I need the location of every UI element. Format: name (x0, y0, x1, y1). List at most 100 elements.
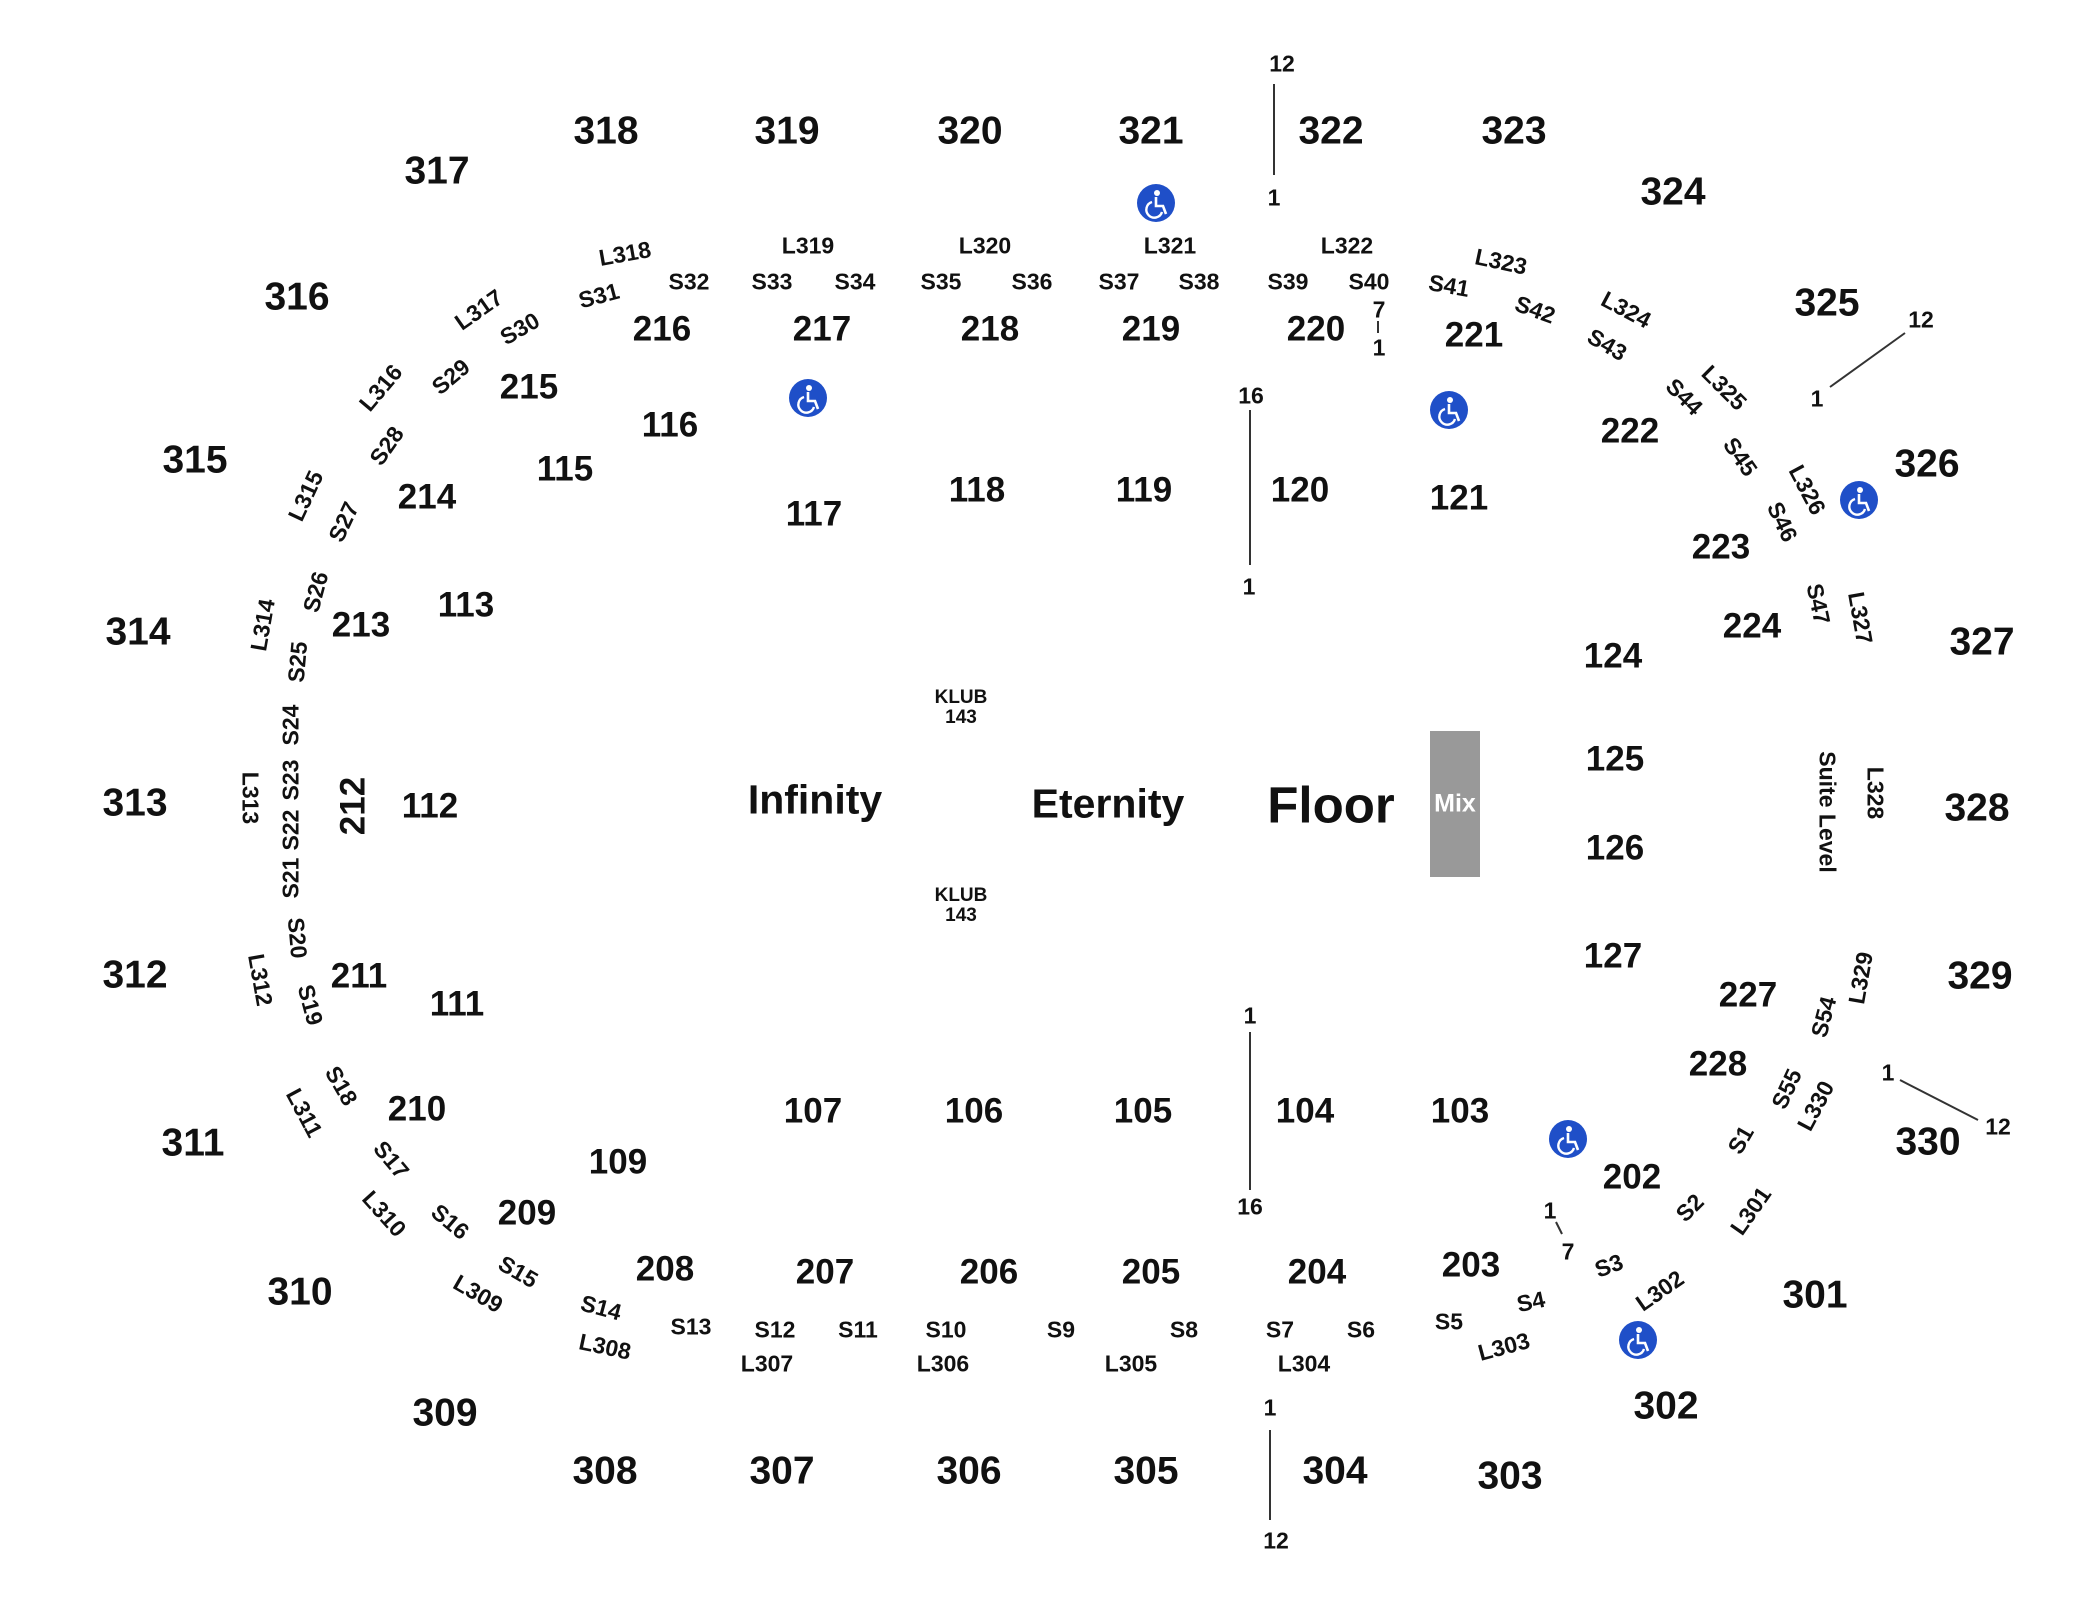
section-313[interactable]: 313 (102, 781, 168, 825)
section-318[interactable]: 318 (573, 109, 639, 153)
suite-s39[interactable]: S39 (1267, 268, 1309, 295)
section-115[interactable]: 115 (536, 449, 594, 489)
section-304[interactable]: 304 (1302, 1449, 1368, 1493)
section-117[interactable]: 117 (785, 494, 843, 534)
suite-s32[interactable]: S32 (668, 268, 710, 295)
section-118[interactable]: 118 (948, 470, 1006, 510)
section-207[interactable]: 207 (795, 1252, 855, 1292)
loge-l313[interactable]: L313 (237, 771, 264, 825)
section-106[interactable]: 106 (944, 1091, 1004, 1131)
loge-l304[interactable]: L304 (1277, 1350, 1331, 1377)
section-127[interactable]: 127 (1583, 936, 1643, 976)
section-125[interactable]: 125 (1585, 739, 1645, 779)
section-322[interactable]: 322 (1298, 109, 1364, 153)
section-227[interactable]: 227 (1718, 975, 1778, 1015)
section-104[interactable]: 104 (1275, 1091, 1335, 1131)
section-224[interactable]: 224 (1722, 606, 1782, 646)
section-311[interactable]: 311 (161, 1121, 225, 1165)
section-126[interactable]: 126 (1585, 828, 1645, 868)
section-120[interactable]: 120 (1270, 470, 1330, 510)
suite-s5[interactable]: S5 (1434, 1308, 1464, 1335)
section-213[interactable]: 213 (331, 605, 391, 645)
section-218[interactable]: 218 (960, 309, 1020, 349)
section-121[interactable]: 121 (1429, 478, 1489, 518)
section-308[interactable]: 308 (572, 1449, 638, 1493)
section-323[interactable]: 323 (1481, 109, 1547, 153)
suite-s10[interactable]: S10 (925, 1316, 967, 1343)
section-329[interactable]: 329 (1947, 954, 2013, 998)
suite-s40[interactable]: S40 (1348, 268, 1390, 295)
suite-s37[interactable]: S37 (1098, 268, 1140, 295)
section-306[interactable]: 306 (936, 1449, 1002, 1493)
section-214[interactable]: 214 (397, 477, 457, 517)
suite-s21[interactable]: S21 (277, 857, 304, 899)
section-314[interactable]: 314 (105, 610, 171, 654)
suite-s13[interactable]: S13 (670, 1313, 712, 1340)
suite-s12[interactable]: S12 (754, 1316, 796, 1343)
section-305[interactable]: 305 (1113, 1449, 1179, 1493)
suite-s35[interactable]: S35 (920, 268, 962, 295)
section-103[interactable]: 103 (1430, 1091, 1490, 1131)
suite-s20[interactable]: S20 (282, 916, 313, 960)
loge-l328[interactable]: L328 (1862, 766, 1889, 820)
section-217[interactable]: 217 (792, 309, 852, 349)
loge-l320[interactable]: L320 (958, 232, 1012, 259)
suite-s38[interactable]: S38 (1178, 268, 1220, 295)
section-209[interactable]: 209 (497, 1193, 557, 1233)
loge-l322[interactable]: L322 (1320, 232, 1374, 259)
klub-143-bottom[interactable]: KLUB 143 (934, 885, 988, 926)
section-307[interactable]: 307 (749, 1449, 815, 1493)
section-317[interactable]: 317 (404, 149, 470, 193)
suite-s25[interactable]: S25 (282, 640, 313, 684)
section-330[interactable]: 330 (1895, 1120, 1961, 1164)
section-316[interactable]: 316 (264, 275, 330, 319)
section-302[interactable]: 302 (1633, 1384, 1699, 1428)
loge-l305[interactable]: L305 (1104, 1350, 1158, 1377)
loge-l321[interactable]: L321 (1143, 232, 1197, 259)
section-228[interactable]: 228 (1688, 1044, 1748, 1084)
section-113[interactable]: 113 (437, 585, 495, 625)
suite-s8[interactable]: S8 (1169, 1316, 1199, 1343)
loge-l319[interactable]: L319 (781, 232, 835, 259)
section-205[interactable]: 205 (1121, 1252, 1181, 1292)
section-124[interactable]: 124 (1583, 636, 1643, 676)
section-119[interactable]: 119 (1115, 470, 1173, 510)
section-216[interactable]: 216 (632, 309, 692, 349)
section-116[interactable]: 116 (641, 405, 699, 445)
section-315[interactable]: 315 (162, 438, 228, 482)
section-204[interactable]: 204 (1287, 1252, 1347, 1292)
section-309[interactable]: 309 (412, 1391, 478, 1435)
section-109[interactable]: 109 (588, 1142, 648, 1182)
section-107[interactable]: 107 (783, 1091, 843, 1131)
section-220[interactable]: 220 (1286, 309, 1346, 349)
suite-s22[interactable]: S22 (277, 809, 304, 851)
section-221[interactable]: 221 (1444, 315, 1504, 355)
suite-s4[interactable]: S4 (1514, 1285, 1548, 1318)
section-320[interactable]: 320 (937, 109, 1003, 153)
section-206[interactable]: 206 (959, 1252, 1019, 1292)
floor-label[interactable]: Floor (1267, 776, 1395, 834)
section-222[interactable]: 222 (1600, 411, 1660, 451)
suite-s36[interactable]: S36 (1011, 268, 1053, 295)
section-319[interactable]: 319 (754, 109, 820, 153)
section-223[interactable]: 223 (1691, 527, 1751, 567)
section-212[interactable]: 212 (333, 776, 373, 836)
section-325[interactable]: 325 (1794, 281, 1860, 325)
section-312[interactable]: 312 (102, 953, 168, 997)
suite-s24[interactable]: S24 (277, 704, 304, 746)
section-111[interactable]: 111 (429, 984, 485, 1024)
section-203[interactable]: 203 (1441, 1245, 1501, 1285)
section-324[interactable]: 324 (1640, 170, 1706, 214)
suite-s11[interactable]: S11 (838, 1316, 878, 1343)
section-301[interactable]: 301 (1782, 1273, 1848, 1317)
section-210[interactable]: 210 (387, 1089, 447, 1129)
loge-l306[interactable]: L306 (916, 1350, 970, 1377)
section-208[interactable]: 208 (635, 1249, 695, 1289)
section-211[interactable]: 211 (330, 956, 388, 996)
suite-s7[interactable]: S7 (1265, 1316, 1295, 1343)
section-328[interactable]: 328 (1944, 786, 2010, 830)
section-303[interactable]: 303 (1477, 1454, 1543, 1498)
section-219[interactable]: 219 (1121, 309, 1181, 349)
suite-s33[interactable]: S33 (751, 268, 793, 295)
suite-s6[interactable]: S6 (1346, 1316, 1376, 1343)
